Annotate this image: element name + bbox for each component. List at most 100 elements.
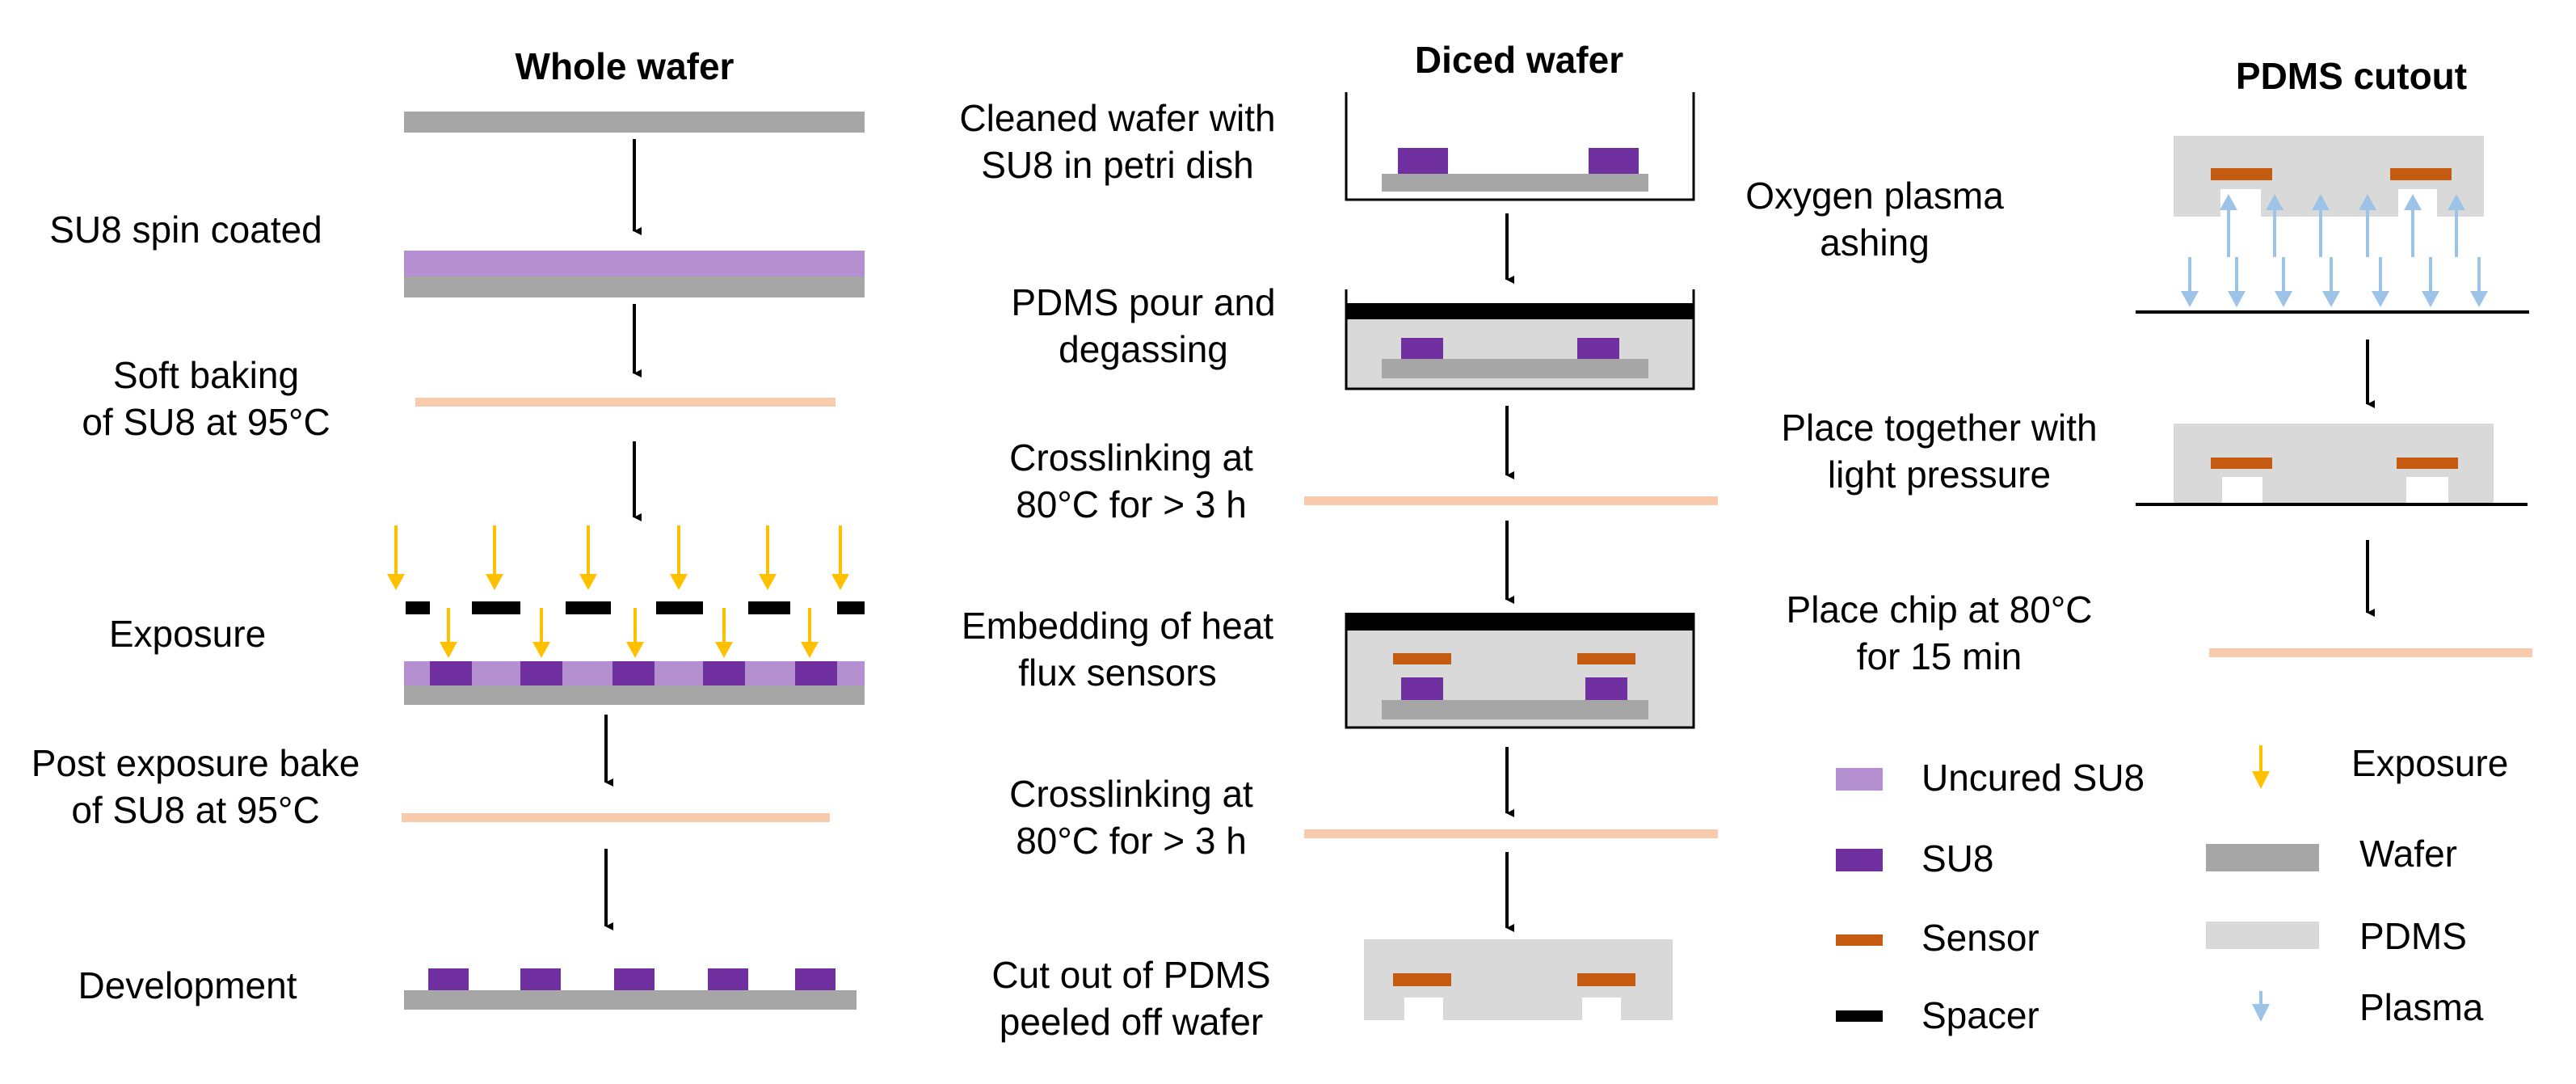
pdms-pour-dish: [1345, 289, 1695, 390]
legend-swatch-uncured-su8: [1836, 768, 1883, 791]
column-title-diced-wafer: Diced wafer: [1415, 39, 1623, 81]
exposure-arrow: [831, 525, 849, 590]
coated-wafer: [404, 276, 865, 297]
bare-wafer: [404, 112, 865, 133]
legend: Uncured SU8 SU8 Sensor Spacer Exposure W…: [1836, 742, 2508, 1036]
plasma-arrow-down: [2228, 257, 2246, 307]
su8-block: [428, 968, 469, 990]
plasma-arrow-up: [2448, 194, 2465, 257]
legend-label-spacer: Spacer: [1921, 994, 2039, 1036]
exposure-arrow: [486, 525, 503, 590]
legend-swatch-wafer: [2206, 844, 2319, 871]
exposure-arrow: [440, 608, 457, 658]
plasma-arrow-up: [2266, 194, 2283, 257]
exposure-wafer: [404, 685, 865, 705]
mask-bar: [472, 601, 520, 614]
plasma-arrow-down: [2322, 257, 2340, 307]
column-title-whole-wafer: Whole wafer: [516, 45, 734, 87]
legend-label-su8: SU8: [1921, 837, 1993, 879]
exposed-su8-blocks: [430, 661, 837, 685]
plasma-arrows-down: [2181, 257, 2488, 307]
plasma-arrow-up: [2404, 194, 2422, 257]
plasma-arrow-down: [2275, 257, 2292, 307]
legend-label-sensor: Sensor: [1921, 917, 2039, 959]
mask-bar: [566, 601, 611, 614]
legend-swatch-spacer: [1836, 1010, 1883, 1022]
su8-block: [614, 968, 655, 990]
mask-bar: [837, 601, 865, 614]
petri-dish-wafer: [1345, 92, 1695, 201]
uncured-su8-layer: [404, 251, 865, 276]
plasma-arrow-up: [2220, 194, 2237, 257]
su8-block: [795, 661, 837, 685]
legend-label-wafer: Wafer: [2359, 833, 2457, 875]
su8-block: [520, 968, 561, 990]
su8-block: [612, 661, 655, 685]
exposure-arrow: [387, 525, 405, 590]
legend-swatch-pdms: [2206, 922, 2319, 949]
plasma-ashing-assembly: [2136, 136, 2529, 314]
mask-bar: [748, 601, 790, 614]
step-label-development: Development: [78, 964, 297, 1006]
heat-step-post-exposure-bake: [402, 813, 830, 822]
exposure-arrow: [715, 608, 733, 658]
exposure-arrow: [670, 525, 688, 590]
heat-step-crosslinking-1: [1304, 496, 1718, 505]
su8-block: [708, 968, 748, 990]
exposure-arrow: [579, 525, 597, 590]
plasma-arrow-down: [2422, 257, 2439, 307]
developed-su8-blocks: [428, 968, 836, 990]
legend-label-exposure: Exposure: [2351, 742, 2508, 784]
legend-swatch-su8: [1836, 849, 1883, 871]
photomask-spacers: [406, 601, 865, 614]
embedding-dish: [1345, 613, 1695, 729]
legend-swatch-plasma-arrow: [2252, 991, 2270, 1022]
legend-swatch-sensor: [1836, 934, 1883, 946]
heat-step-crosslinking-2: [1304, 829, 1718, 838]
bonded-assembly: [2136, 424, 2528, 506]
su8-block: [795, 968, 836, 990]
su8-block: [703, 661, 745, 685]
su8-block: [520, 661, 562, 685]
developed-wafer: [404, 990, 857, 1010]
step-label-exposure: Exposure: [109, 613, 266, 655]
column-title-pdms-cutout: PDMS cutout: [2236, 55, 2467, 97]
legend-label-plasma: Plasma: [2359, 986, 2484, 1028]
legend-label-pdms: PDMS: [2359, 915, 2467, 957]
legend-swatch-exposure-arrow: [2252, 745, 2270, 789]
plasma-arrow-down: [2470, 257, 2488, 307]
exposure-arrow: [532, 608, 550, 658]
plasma-arrow-down: [2181, 257, 2199, 307]
plasma-arrows-up: [2220, 194, 2465, 257]
exposure-arrow: [759, 525, 777, 590]
mask-bar: [656, 601, 703, 614]
plasma-arrow-up: [2359, 194, 2376, 257]
legend-label-uncured-su8: Uncured SU8: [1921, 757, 2145, 799]
exposure-arrow: [801, 608, 819, 658]
exposure-arrow: [626, 608, 644, 658]
plasma-arrow-up: [2312, 194, 2330, 257]
plasma-arrow-down: [2372, 257, 2389, 307]
exposure-arrows: [387, 525, 849, 658]
heat-step-soft-bake: [415, 398, 836, 407]
step-label-spin-coated: SU8 spin coated: [49, 209, 322, 251]
su8-block: [430, 661, 472, 685]
heat-step-place-chip: [2209, 648, 2532, 657]
mask-bar: [406, 601, 430, 614]
pdms-cutout-block: [1364, 939, 1673, 1020]
